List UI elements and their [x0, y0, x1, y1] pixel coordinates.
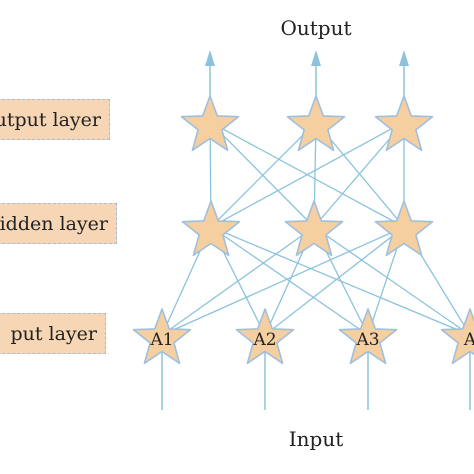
output-node-star-icon [180, 95, 240, 152]
input-node-label: A [463, 330, 474, 350]
arrowhead-icon [399, 50, 409, 66]
connection-line [209, 121, 315, 228]
arrowhead-icon [311, 50, 321, 66]
connection-line [210, 226, 471, 336]
input-label: Input [289, 427, 344, 451]
connection-line [313, 226, 471, 336]
connection-line [161, 226, 405, 336]
output-label: Output [280, 16, 351, 40]
connection-line [210, 226, 369, 336]
node-labels: A1 A2 A3 A [149, 330, 474, 350]
connection-line [209, 121, 405, 228]
hidden-node-star-icon [374, 200, 434, 257]
input-node-label: A3 [355, 330, 379, 350]
output-layer-label: utput layer [0, 99, 110, 140]
connection-line [210, 121, 317, 228]
input-layer-label: put layer [0, 313, 106, 354]
input-node-star-icon [235, 308, 295, 365]
input-node-star-icon [132, 308, 192, 365]
nodes [132, 95, 474, 365]
hidden-node-star-icon [181, 200, 241, 257]
connection-line [264, 226, 405, 336]
output-node-star-icon [286, 95, 346, 152]
arrowhead-icon [205, 50, 215, 66]
output-node-star-icon [374, 95, 434, 152]
input-node-star-icon [440, 308, 474, 365]
input-node-label: A1 [149, 330, 173, 350]
arrows [161, 50, 471, 410]
hidden-layer-label: idden layer [0, 203, 117, 244]
input-node-label: A2 [252, 330, 276, 350]
hidden-node-star-icon [284, 200, 344, 257]
input-node-star-icon [338, 308, 398, 365]
